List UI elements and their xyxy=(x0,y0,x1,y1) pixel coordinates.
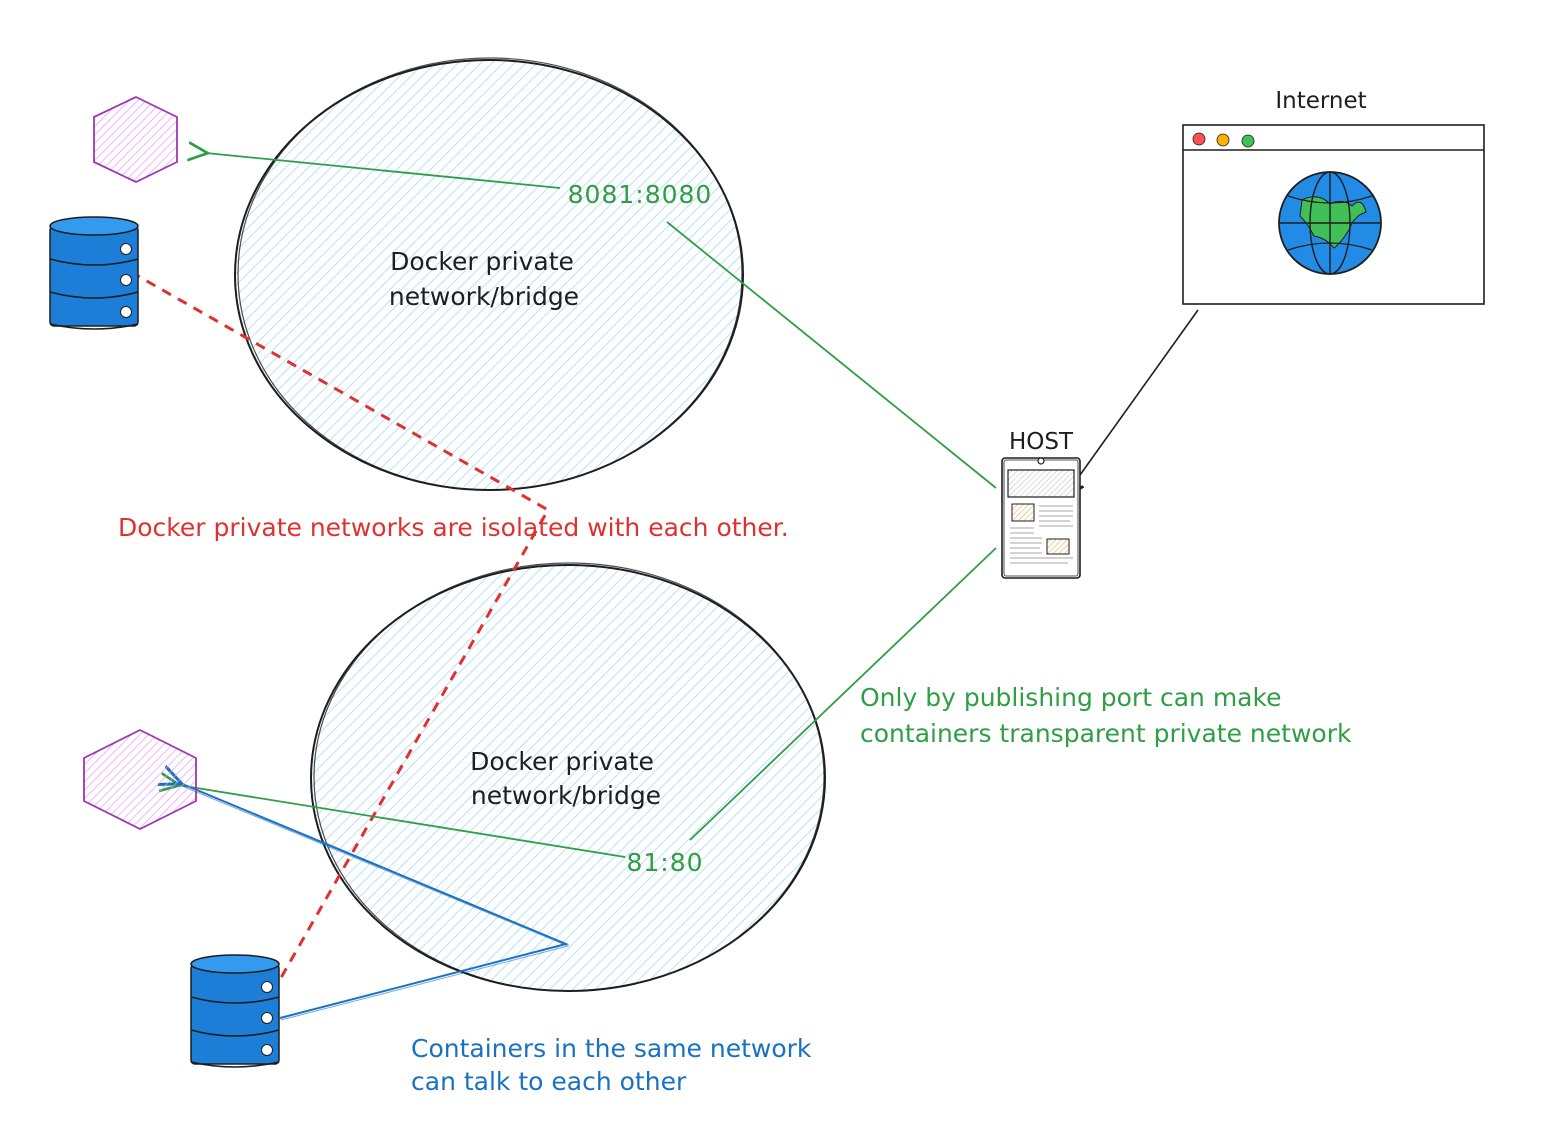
network-1-port-mapping: 8081:8080 xyxy=(568,180,713,209)
network-1-label-line2: network/bridge xyxy=(389,282,579,311)
isolation-note: Docker private networks are isolated wit… xyxy=(118,513,789,542)
host: HOST xyxy=(1001,429,1081,579)
network-2-port-mapping: 81:80 xyxy=(626,848,703,877)
port-arrow-1 xyxy=(206,153,561,189)
host-link-2 xyxy=(689,547,997,841)
window-minimize-dot xyxy=(1216,133,1230,147)
network-1-label-line1: Docker private xyxy=(390,247,574,276)
internet-label: Internet xyxy=(1275,88,1366,114)
port-arrow-2 xyxy=(178,785,626,858)
internet-to-host-arrow xyxy=(1065,309,1199,496)
database-icon xyxy=(49,216,139,330)
network-1: Docker private network/bridge 8081:8080 xyxy=(234,57,744,491)
hexagon-container-icon xyxy=(83,728,197,831)
isolation-dashed-line xyxy=(130,270,551,991)
hexagon-container-icon xyxy=(93,96,178,183)
host-label: HOST xyxy=(1009,429,1074,455)
host-link-1 xyxy=(666,221,997,489)
same-network-note-line1: Containers in the same network xyxy=(411,1034,812,1063)
database-icon xyxy=(190,954,280,1068)
network-2-label-line1: Docker private xyxy=(470,747,654,776)
publishing-note-line1: Only by publishing port can make xyxy=(860,683,1281,712)
network-2: Docker private network/bridge 81:80 xyxy=(310,562,826,992)
publishing-note-line2: containers transparent private network xyxy=(860,719,1352,748)
globe-icon xyxy=(1278,171,1382,275)
network-2-label-line2: network/bridge xyxy=(471,781,661,810)
window-maximize-dot xyxy=(1241,134,1255,148)
internet: Internet xyxy=(1182,88,1485,305)
same-network-note-line2: can talk to each other xyxy=(411,1067,687,1096)
host-document-icon xyxy=(1001,457,1081,579)
window-close-dot xyxy=(1192,132,1206,146)
same-network-arrow xyxy=(180,783,570,1019)
